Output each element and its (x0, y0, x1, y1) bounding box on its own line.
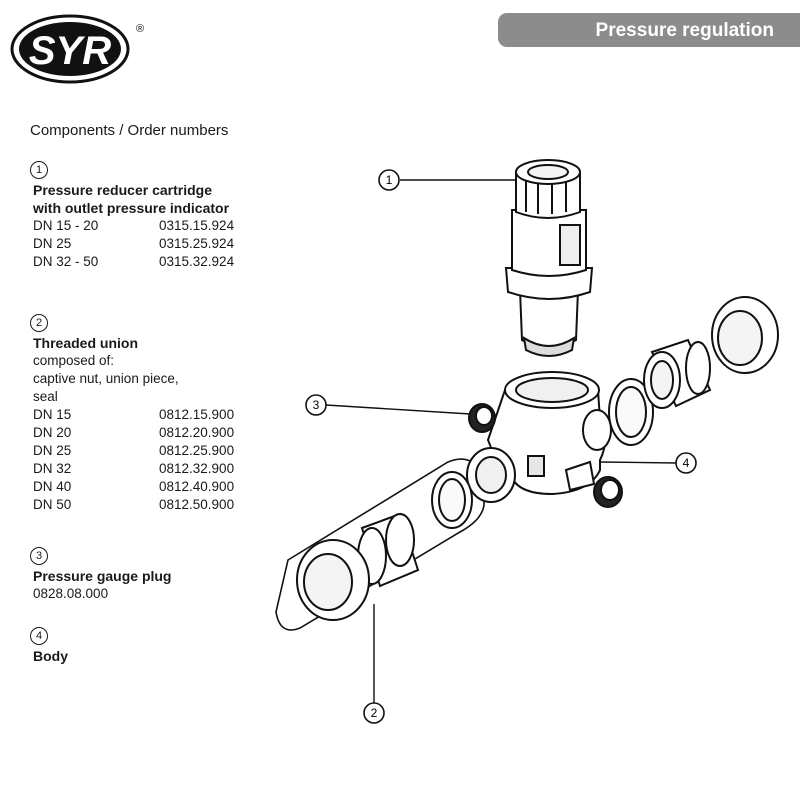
cartridge-drawing (504, 159, 594, 357)
order-number: 0828.08.000 (33, 586, 109, 601)
component-desc-line: seal (33, 389, 58, 404)
order-row: DN 15 0812.15.900 (33, 406, 234, 424)
dn-size: DN 50 (33, 497, 72, 512)
callout-4: 4 (675, 452, 697, 474)
left-captive-nut-drawing (296, 539, 370, 621)
order-number: 0315.25.924 (159, 236, 235, 251)
callout-number: 3 (313, 398, 320, 412)
order-number: 0812.20.900 (159, 425, 235, 440)
component-title-line: Pressure reducer cartridge (33, 182, 212, 198)
gauge-plug-right-drawing (593, 476, 623, 508)
component-title-line: with outlet pressure indicator (33, 200, 230, 216)
component-desc-line: composed of: (33, 353, 115, 368)
leader-line-3 (325, 404, 471, 415)
component-1: 1 Pressure reducer cartridge with outlet… (30, 160, 234, 271)
dn-size: DN 32 - 50 (33, 254, 99, 269)
header-title: Pressure regulation (595, 20, 774, 41)
component-desc-line: captive nut, union piece, (33, 371, 179, 386)
dn-size: DN 15 - 20 (33, 218, 99, 233)
component-number: 3 (30, 547, 48, 565)
order-row: DN 40 0812.40.900 (33, 478, 234, 496)
component-number: 4 (30, 627, 48, 645)
component-title-line: Pressure gauge plug (33, 568, 172, 584)
dn-size: DN 25 (33, 443, 72, 458)
right-captive-nut-drawing (711, 296, 779, 374)
order-number: 0812.15.900 (159, 407, 235, 422)
leader-line-4 (599, 461, 678, 464)
dn-size: DN 40 (33, 479, 72, 494)
order-number: 0812.40.900 (159, 479, 235, 494)
left-seal-drawing (431, 471, 473, 529)
callout-number: 1 (386, 173, 393, 187)
order-row: DN 50 0812.50.900 (33, 496, 234, 514)
order-number: 0812.25.900 (159, 443, 235, 458)
syr-logo: SYR ® (10, 10, 145, 90)
order-row: DN 32 0812.32.900 (33, 460, 234, 478)
component-4: 4 Body (30, 626, 68, 665)
logo-text: SYR (29, 29, 111, 73)
order-row: DN 20 0812.20.900 (33, 424, 234, 442)
callout-3: 3 (305, 394, 327, 416)
component-title-line: Threaded union (33, 335, 138, 351)
component-number: 1 (30, 161, 48, 179)
dn-size: DN 25 (33, 236, 72, 251)
gauge-plug-left-drawing (468, 403, 496, 433)
order-row: DN 32 - 50 0315.32.924 (33, 253, 234, 271)
component-number: 2 (30, 314, 48, 332)
order-row: DN 25 0315.25.924 (33, 235, 234, 253)
order-number: 0812.32.900 (159, 461, 235, 476)
callout-number: 4 (683, 456, 690, 470)
dn-size: DN 20 (33, 425, 72, 440)
order-number: 0315.32.924 (159, 254, 235, 269)
order-number: 0812.50.900 (159, 497, 235, 512)
order-row: DN 25 0812.25.900 (33, 442, 234, 460)
right-union-piece-drawing (643, 338, 712, 409)
component-title-line: Body (33, 648, 68, 664)
dn-size: DN 15 (33, 407, 72, 422)
header-tab: Pressure regulation (498, 13, 800, 47)
callout-2: 2 (363, 702, 385, 724)
order-number: 0315.15.924 (159, 218, 235, 233)
dn-size: DN 32 (33, 461, 72, 476)
logo-registered: ® (136, 23, 144, 35)
order-row: DN 15 - 20 0315.15.924 (33, 217, 234, 235)
callout-number: 2 (371, 706, 378, 720)
component-2: 2 Threaded union composed of: captive nu… (30, 313, 234, 514)
section-heading: Components / Order numbers (30, 122, 229, 139)
body-drawing (466, 371, 612, 503)
callout-1: 1 (378, 169, 400, 191)
component-3: 3 Pressure gauge plug 0828.08.000 (30, 546, 172, 603)
right-seal-drawing (608, 378, 654, 446)
